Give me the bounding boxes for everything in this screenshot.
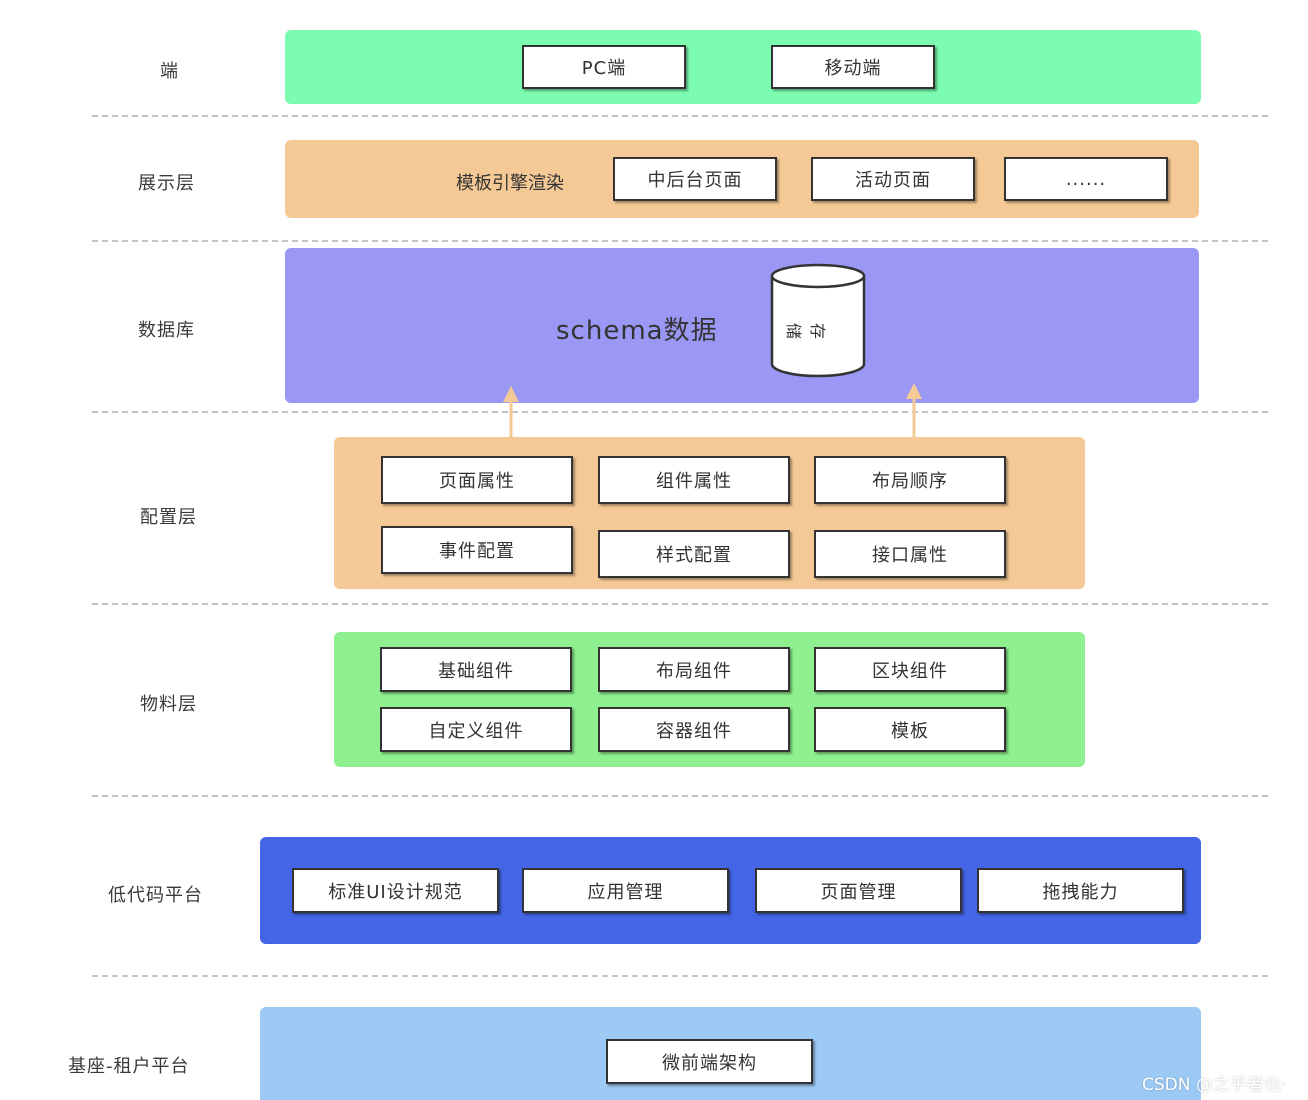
style-config-box: 样式配置 xyxy=(598,530,790,578)
event-config-box: 事件配置 xyxy=(381,526,573,574)
divider xyxy=(92,115,1268,117)
layer-label-display: 展示层 xyxy=(138,173,195,194)
divider xyxy=(92,795,1268,797)
layer-label-lowcode: 低代码平台 xyxy=(108,885,203,906)
layout-component-box: 布局组件 xyxy=(598,647,790,692)
more-pages-box: ...... xyxy=(1004,157,1168,201)
divider xyxy=(92,411,1268,413)
custom-component-box: 自定义组件 xyxy=(380,707,572,752)
layer-label-base: 基座-租户平台 xyxy=(68,1056,190,1077)
pc-terminal-box: PC端 xyxy=(522,45,686,89)
layer-label-config: 配置层 xyxy=(140,507,197,528)
database-band xyxy=(285,248,1199,403)
layer-label-terminal: 端 xyxy=(160,61,179,82)
layer-label-database: 数据库 xyxy=(138,320,195,341)
mobile-terminal-box: 移动端 xyxy=(771,45,935,89)
api-props-box: 接口属性 xyxy=(814,530,1006,578)
page-props-box: 页面属性 xyxy=(381,456,573,504)
storage-cylinder-icon xyxy=(770,263,866,378)
block-component-box: 区块组件 xyxy=(814,647,1006,692)
admin-page-box: 中后台页面 xyxy=(613,157,777,201)
template-engine-label: 模板引擎渲染 xyxy=(456,173,564,194)
terminal-band xyxy=(285,30,1201,104)
app-management-box: 应用管理 xyxy=(522,868,729,913)
arrow-up-icon xyxy=(503,386,519,440)
arrow-up-icon xyxy=(906,383,922,439)
container-component-box: 容器组件 xyxy=(598,707,790,752)
watermark: CSDN @之乎者也· xyxy=(1142,1075,1287,1095)
template-box: 模板 xyxy=(814,707,1006,752)
ui-design-spec-box: 标准UI设计规范 xyxy=(292,868,499,913)
page-management-box: 页面管理 xyxy=(755,868,962,913)
schema-data-label: schema数据 xyxy=(556,316,718,346)
storage-label: 存储 xyxy=(784,322,827,339)
divider xyxy=(92,240,1268,242)
layout-order-box: 布局顺序 xyxy=(814,456,1006,504)
divider xyxy=(92,603,1268,605)
divider xyxy=(92,975,1268,977)
drag-drop-box: 拖拽能力 xyxy=(977,868,1184,913)
layer-label-material: 物料层 xyxy=(140,694,197,715)
micro-frontend-box: 微前端架构 xyxy=(606,1039,813,1084)
activity-page-box: 活动页面 xyxy=(811,157,975,201)
basic-component-box: 基础组件 xyxy=(380,647,572,692)
component-props-box: 组件属性 xyxy=(598,456,790,504)
